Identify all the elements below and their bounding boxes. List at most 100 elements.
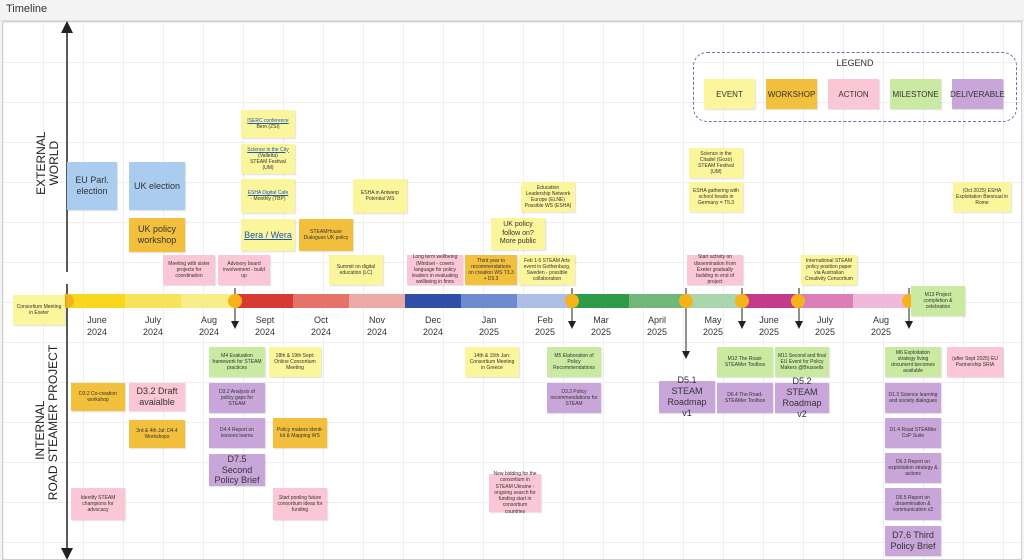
event-detail: - Monthly (TBP) bbox=[250, 196, 286, 202]
sticky-note-event[interactable]: Education Leadership Network Europe (ELN… bbox=[521, 182, 575, 212]
sticky-note-external[interactable]: EU Parl. election bbox=[67, 162, 117, 210]
sticky-note-action[interactable]: Long term wellbeing (Mindset - covers la… bbox=[407, 254, 463, 285]
legend-event: EVENT bbox=[704, 79, 755, 109]
timeline-segment-mar-2025 bbox=[573, 294, 629, 308]
legend-deliverable: DELIVERABLE bbox=[950, 79, 1005, 109]
timeline-segment-aug-2024 bbox=[181, 294, 237, 308]
sticky-note-workshop[interactable]: Policy makers identi-kit & Mapping WS bbox=[273, 418, 327, 448]
sticky-note-event[interactable]: ISERC conference Bern (ZSI) bbox=[241, 110, 295, 138]
legend-action: ACTION bbox=[828, 79, 879, 109]
sticky-note-deliverable[interactable]: D3.2 Analysis of policy gaps for STEAM bbox=[209, 383, 265, 413]
event-link[interactable]: Bera / Wera bbox=[244, 229, 292, 240]
milestone-dot-feb-2025[interactable] bbox=[565, 294, 579, 308]
board-title: Timeline bbox=[6, 3, 48, 15]
milestone-dot-june-2025[interactable] bbox=[791, 294, 805, 308]
event-detail: STEAM Festival (UM) bbox=[250, 159, 286, 172]
event-link[interactable]: Science in the City bbox=[247, 146, 289, 153]
timeline-segment-dec-2024 bbox=[405, 294, 461, 308]
timeline-segment-nov-2024 bbox=[349, 294, 405, 308]
sticky-note-workshop[interactable]: UK policy workshop bbox=[129, 218, 185, 252]
sticky-note-action[interactable]: Identify STEAM champions for advocacy bbox=[71, 488, 125, 520]
sticky-note-milestone[interactable]: M13 Project completion & celebration bbox=[911, 286, 965, 316]
sticky-note-action[interactable]: D3.2 Draft avaialble bbox=[129, 383, 185, 411]
legend-title: LEGEND bbox=[836, 58, 874, 68]
sticky-note-event[interactable]: UK policy follow on? More public bbox=[491, 218, 545, 250]
sticky-note-action[interactable]: Start pooling future consortium ideas fo… bbox=[273, 488, 327, 520]
sticky-note-workshop[interactable]: Third year to recommendations on creatio… bbox=[465, 255, 517, 285]
sticky-note-deliverable[interactable]: D3.3 Policy recommendations for STEAM bbox=[547, 383, 601, 413]
sticky-note-milestone[interactable]: M12 The Road-STEAMer Toolbox bbox=[717, 347, 773, 377]
sticky-note-event[interactable]: ESHA Digital Cafe - Monthly (TBP) bbox=[241, 179, 295, 213]
sticky-note-event[interactable]: International STEAM policy position pape… bbox=[801, 255, 857, 285]
sticky-note-event[interactable]: Summit on digital education (LC) bbox=[329, 255, 383, 285]
sticky-note-action[interactable]: Start activity on dissemination from Exe… bbox=[687, 254, 743, 285]
event-link[interactable]: ISERC conference bbox=[247, 117, 289, 124]
sticky-note-deliverable[interactable]: D1.4 Road STEAMer CoP Suite bbox=[885, 418, 941, 448]
sticky-note-event[interactable]: 18th & 19th Sept: Online Consortium Meet… bbox=[269, 347, 321, 377]
sticky-note-deliverable[interactable]: D1.3 Science learning and society dialog… bbox=[885, 383, 941, 413]
milestone-dot-april-2025[interactable] bbox=[679, 294, 693, 308]
event-location: Bern (ZSI) bbox=[256, 124, 280, 130]
timeline-segment-jan-2025 bbox=[461, 294, 517, 308]
sticky-note-milestone[interactable]: M6 Exploitation strategy living document… bbox=[885, 347, 941, 377]
sticky-note-event[interactable]: Feb 1-5 STEAM Arts event in Gothenburg, … bbox=[519, 255, 575, 285]
timeline-segment-july-2025 bbox=[797, 294, 853, 308]
sticky-note-action[interactable]: (after Sept 2025) EU Partnership SRIA bbox=[947, 347, 1003, 377]
event-location: (Valletta) bbox=[258, 152, 278, 159]
sticky-note-deliverable[interactable]: D4.4 Report on lessons learns bbox=[209, 418, 265, 448]
sticky-note-deliverable[interactable]: D6.5 Report on dissemination & communica… bbox=[885, 488, 941, 520]
sticky-note-event[interactable]: Science in the Citadel (Gozo) STEAM Fest… bbox=[689, 148, 743, 178]
sticky-note-workshop[interactable]: 3rd & 4th Jul: D4.4 Workshops bbox=[129, 420, 185, 448]
timeline-segment-aug-2025 bbox=[853, 294, 909, 308]
sticky-note-milestone[interactable]: M5 Elaboration of Policy Recommendations bbox=[547, 347, 601, 377]
lane-internal-line2: ROAD STEAMER PROJECT bbox=[46, 344, 60, 501]
legend-workshop: WORKSHOP bbox=[766, 79, 817, 109]
board-header: Timeline bbox=[0, 0, 1024, 21]
sticky-note-milestone[interactable]: M11 Second and final EU Event for Policy… bbox=[775, 347, 829, 377]
sticky-note-deliverable[interactable]: D7.6 Third Policy Brief bbox=[885, 526, 941, 556]
sticky-note-event[interactable]: (Oct 2025) ESHA Exploitation Biennual in… bbox=[953, 182, 1011, 212]
sticky-note-deliverable[interactable]: D6.3 Report on exploitation strategy & a… bbox=[885, 453, 941, 483]
sticky-note-deliverable[interactable]: D7.5 Second Policy Brief bbox=[209, 454, 265, 486]
sticky-note-milestone[interactable]: M4 Evaluation framework for STEAM practi… bbox=[209, 347, 265, 377]
timeline-segment-july-2024 bbox=[125, 294, 181, 308]
sticky-note-event[interactable]: 14th & 15th Jan: Consortium Meeting in G… bbox=[465, 347, 519, 377]
sticky-note-external[interactable]: UK election bbox=[129, 162, 185, 210]
legend-milestone: MILESTONE bbox=[890, 79, 941, 109]
milestone-dot-may-2025[interactable] bbox=[735, 294, 749, 308]
legend-box: LEGEND EVENT WORKSHOP ACTION MILESTONE D… bbox=[693, 52, 1017, 122]
timeline-segment-may-2025 bbox=[685, 294, 741, 308]
sticky-note-action[interactable]: Meeting with sister projects for coordin… bbox=[163, 255, 215, 285]
sticky-note-event[interactable]: Consortium Meeting in Exeter bbox=[13, 295, 65, 325]
sticky-note-workshop[interactable]: STEAMHouse Dialogues UK policy bbox=[299, 219, 353, 251]
sticky-note-deliverable[interactable]: D6.4 The Road-STEAMer Toolbox bbox=[717, 383, 773, 413]
sticky-note-event[interactable]: ESHA in Antwerp Potential WS bbox=[353, 179, 407, 213]
event-link[interactable]: ESHA Digital Cafe bbox=[247, 189, 289, 196]
timeline-canvas[interactable]: EXTERNAL WORLD INTERNAL ROAD STEAMER PRO… bbox=[2, 21, 1022, 560]
sticky-note-event[interactable]: Bera / Wera bbox=[241, 219, 295, 251]
timeline-segment-feb-2025 bbox=[517, 294, 573, 308]
sticky-note-workshop[interactable]: D3.2 Co-creation workshop bbox=[71, 383, 125, 411]
sticky-note-deliverable[interactable]: D5.2 STEAM Roadmap v2 bbox=[775, 376, 829, 419]
sticky-note-event[interactable]: ESHA gathering with school heads in Germ… bbox=[689, 182, 743, 212]
sticky-note-action[interactable]: Advisory board involvement - build up bbox=[218, 255, 270, 285]
sticky-note-deliverable[interactable]: D5.1 STEAM Roadmap v1 bbox=[659, 375, 715, 418]
lane-label-external: EXTERNAL WORLD bbox=[34, 128, 61, 198]
timeline-segment-oct-2024 bbox=[293, 294, 349, 308]
milestone-dot-aug-2024[interactable] bbox=[228, 294, 242, 308]
sticky-note-action[interactable]: New bidding for the consortium in STEAM … bbox=[489, 471, 541, 515]
sticky-note-event[interactable]: Science in the City (Valletta) STEAM Fes… bbox=[241, 144, 295, 174]
